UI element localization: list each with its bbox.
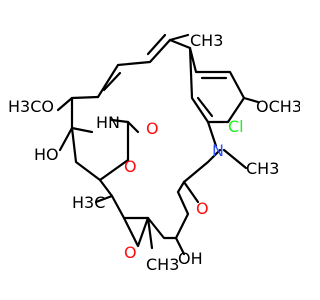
structure-svg: CH3 H3CO OCH3 HN HO O O Cl N CH3 O H3C O… [8,31,300,274]
amide-n-methyl-label: CH3 [246,159,279,178]
diene-double-bond-1 [102,71,122,92]
amide-bond [182,148,222,184]
chloro-label: Cl [228,117,244,136]
amide-carbonyl-bond [182,180,200,204]
methyl-top-label: CH3 [190,31,223,50]
ho-left-bond [58,126,74,152]
oh-lower-right-bond [174,236,186,256]
lower-chain-bond [98,178,190,240]
aromatic-double-bond-2 [196,96,214,118]
epoxide-methyl-bond [146,216,154,250]
diene-chain-bond [96,38,192,99]
ring-to-n-bond [206,120,218,148]
nh-label: HN [96,113,120,132]
ring-chain-bond-1 [70,96,94,134]
methyl-lower-left-bond [94,194,114,204]
atom-labels: CH3 H3CO OCH3 HN HO O O Cl N CH3 O H3C O… [8,31,300,274]
epoxide-methyl-label: CH3 [146,255,179,274]
methoxy-right-bond [242,96,260,104]
ho-left-label: HO [34,145,59,164]
aromatic-ring-bond [188,46,246,124]
methyl-lower-left-label: H3C [72,193,105,212]
molecule-drawing: CH3 H3CO OCH3 HN HO O O Cl N CH3 O H3C O… [8,31,300,274]
amide-carbonyl-o-label: O [196,199,209,218]
methoxy-left-label: H3CO [8,97,54,116]
left-ring-bond [70,126,130,182]
carbamate-ring-o-label: O [124,157,137,176]
methyl-top-bond [168,33,190,42]
epoxide-o-label: O [124,243,137,262]
amide-n-label: N [212,141,224,160]
bond-network [56,33,260,256]
methoxy-right-label: OCH3 [256,97,300,116]
methoxy-left-bond [56,95,100,112]
oh-lower-right-label: OH [178,249,203,268]
amide-n-methyl-bond [222,148,248,170]
carbamate-carbonyl-o-label: O [146,119,159,138]
epoxide-bond [122,216,150,248]
diene-double-bond-2 [146,33,167,56]
